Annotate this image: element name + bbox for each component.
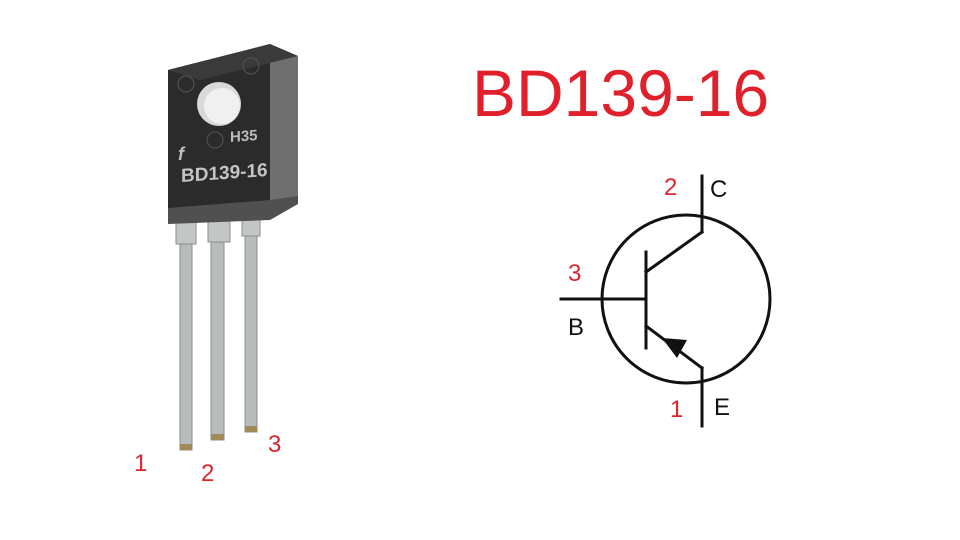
part-number-title: BD139-16: [472, 56, 770, 130]
emitter-arrow-icon: [662, 338, 687, 358]
pin-name-emitter: E: [714, 394, 731, 421]
collector-line: [643, 229, 705, 275]
package-side: [270, 44, 298, 218]
pin-number-base: 3: [568, 260, 582, 287]
pin-number-emitter: 1: [670, 396, 684, 423]
leg-number-2: 2: [201, 460, 215, 487]
leg-number-3: 3: [268, 431, 282, 458]
leg-number-1: 1: [134, 450, 148, 477]
manufacturer-logo: f: [178, 144, 184, 164]
pin-name-collector: C: [710, 176, 728, 203]
pin-name-base: B: [568, 314, 585, 341]
pin-number-collector: 2: [664, 174, 678, 201]
